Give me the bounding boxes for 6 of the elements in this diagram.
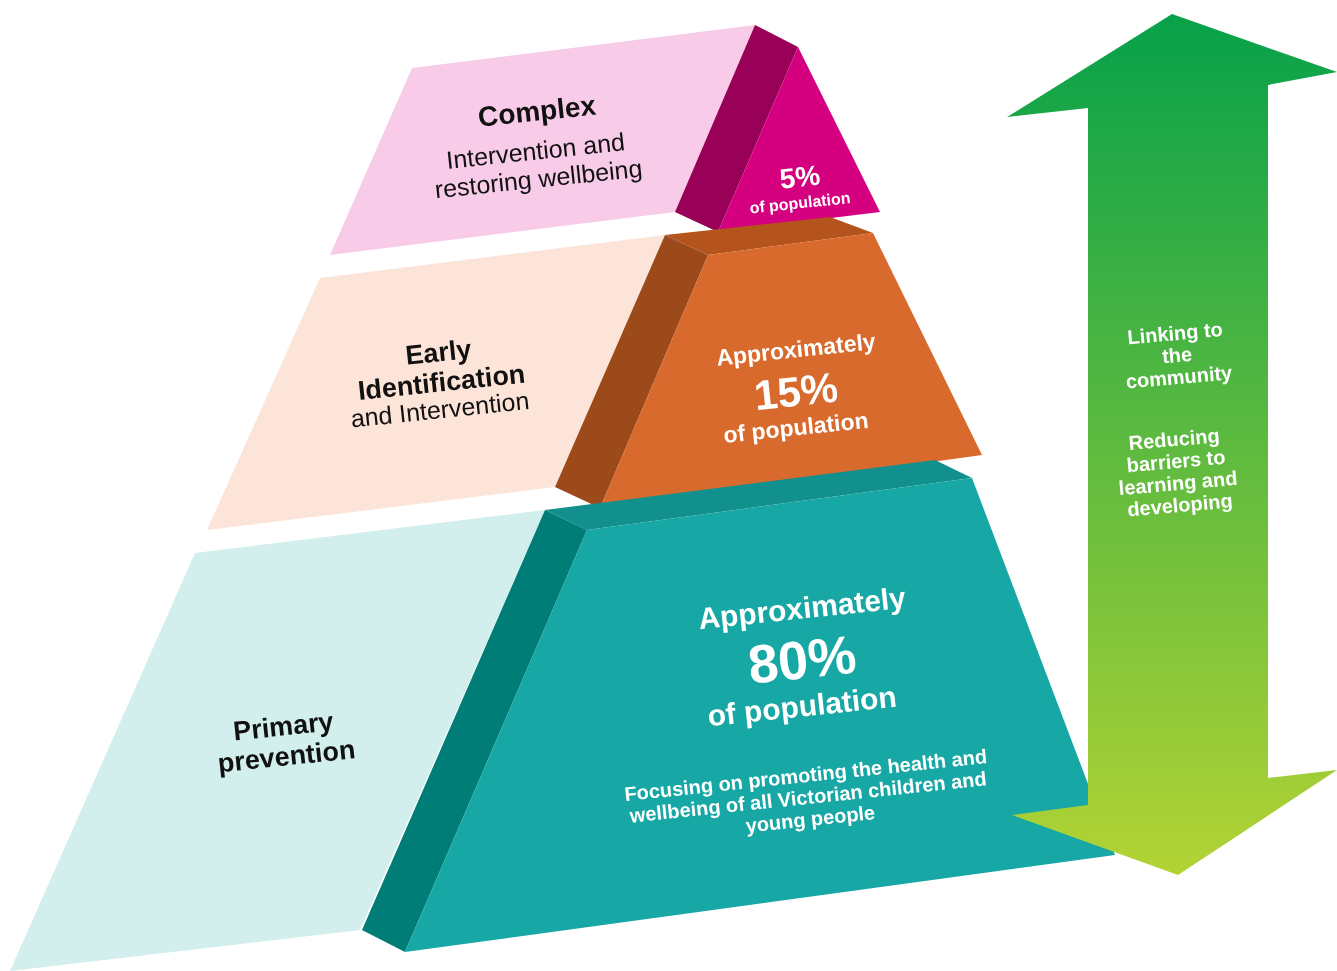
tier-description: Focusing on promoting the health and wellbeing of all Victorian children and young people — [622, 744, 990, 839]
tier-heading: Primary prevention — [215, 705, 358, 781]
arrow-text: Reducing barriers to learning and developing — [1116, 423, 1240, 523]
arrow-text: Linking to the community — [1123, 316, 1234, 394]
percentage-label: Approximately — [695, 579, 909, 636]
percentage-label: Approximately — [714, 327, 878, 373]
